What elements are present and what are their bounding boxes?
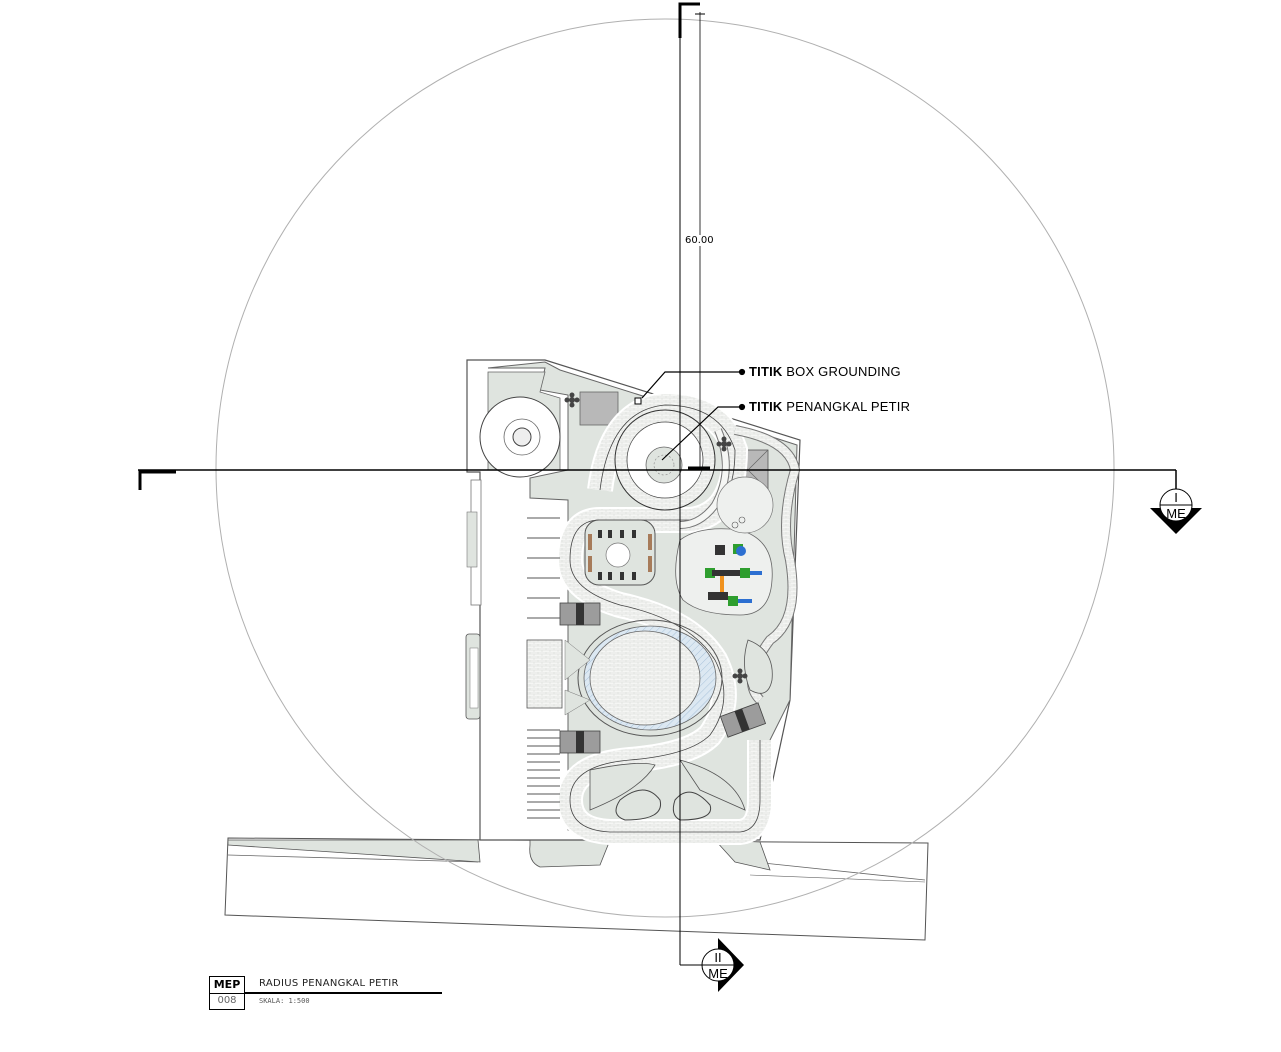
drawing-title: RADIUS PENANGKAL PETIR (259, 978, 399, 989)
pavilions (559, 602, 767, 754)
section-marker-I (1150, 488, 1202, 534)
amphitheatre (526, 619, 723, 737)
callout-prefix: TITIK (749, 399, 783, 414)
drawing-scale: SKALA: 1:500 (259, 997, 310, 1005)
central-plaza (614, 409, 716, 511)
sheet-number: 008 (209, 993, 245, 1010)
title-underline (245, 992, 442, 994)
discipline-code: MEP (209, 976, 245, 994)
seating-plaza (584, 519, 656, 586)
section-I-sheet: ME (1166, 506, 1186, 521)
playground (675, 476, 774, 616)
protection-radius-circle (215, 18, 1115, 918)
section-marker-II (701, 938, 744, 992)
radius-dimension-label: 60.00 (684, 235, 715, 246)
tree-icons (564, 392, 748, 684)
callout-prefix: TITIK (749, 364, 783, 379)
road (224, 837, 929, 941)
callout-lightning-rod: TITIK PENANGKAL PETIR (749, 399, 910, 414)
callout-leaders (641, 368, 746, 461)
callout-text: BOX GROUNDING (782, 364, 901, 379)
box-grounding-point (634, 397, 642, 405)
callout-box-grounding: TITIK BOX GROUNDING (749, 364, 901, 379)
section-II-sheet: ME (708, 966, 728, 981)
bottom-garden (589, 759, 746, 821)
section-II-number: II (714, 950, 722, 965)
parking-stalls (527, 517, 560, 819)
callout-text: PENANGKAL PETIR (782, 399, 911, 414)
section-I-number: I (1174, 490, 1178, 505)
